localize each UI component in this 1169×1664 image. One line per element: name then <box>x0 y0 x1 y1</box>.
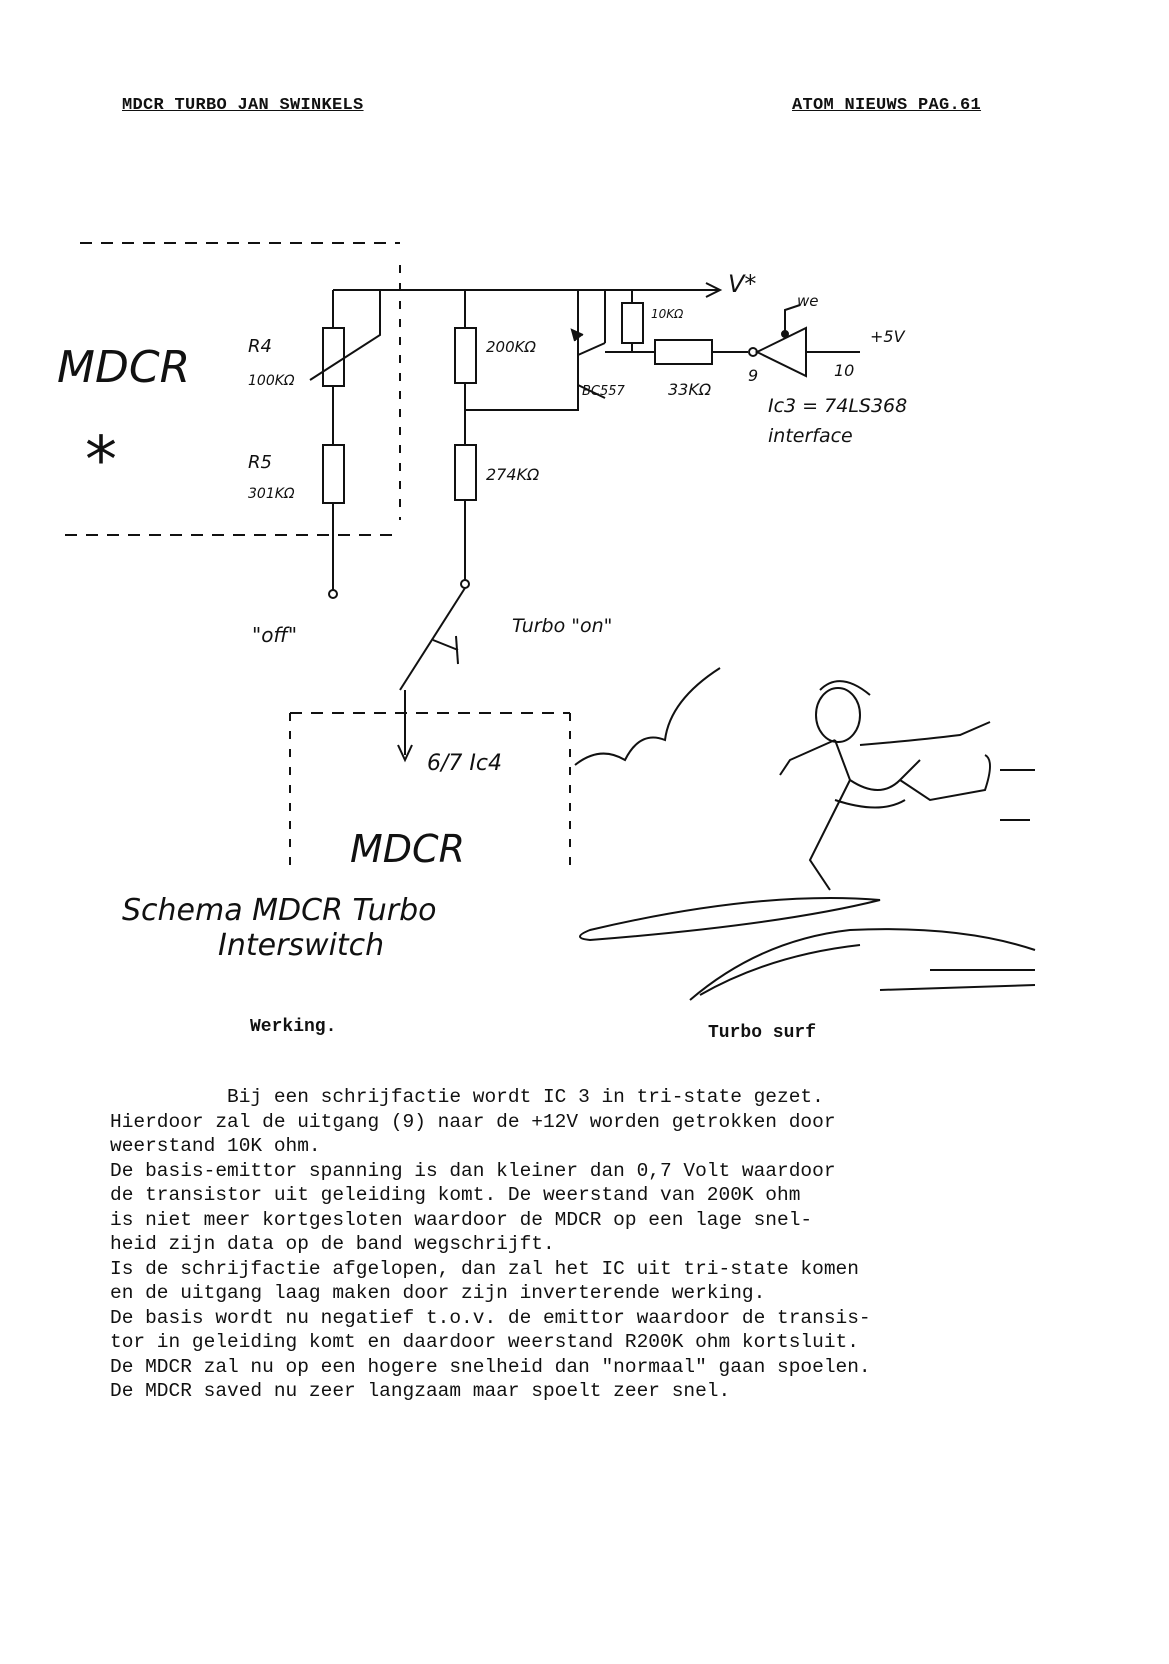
body-line: de transistor uit geleiding komt. De wee… <box>110 1184 801 1206</box>
body-line: Is de schrijfactie afgelopen, dan zal he… <box>110 1257 859 1280</box>
we-label: we <box>797 292 819 310</box>
r5-value: 301KΩ <box>248 486 295 502</box>
r33k-value: 33KΩ <box>668 380 712 399</box>
plus5v-label: +5V <box>870 327 906 346</box>
ic4-label: 6/7 Ic4 <box>427 751 502 776</box>
r10k-value: 10KΩ <box>651 307 684 321</box>
body-line: Bij een schrijfactie wordt IC 3 in tri-s… <box>110 1086 824 1108</box>
interface-label: interface <box>768 425 853 447</box>
body-line: Hierdoor zal de uitgang (9) naar de +12V… <box>110 1110 836 1133</box>
body-line: heid zijn data op de band wegschrijft. <box>110 1233 555 1255</box>
body-line: De basis wordt nu negatief t.o.v. de emi… <box>110 1306 871 1329</box>
pin9-label: 9 <box>748 366 758 385</box>
r4-value: 100KΩ <box>248 373 295 389</box>
body-line: is niet meer kortgesloten waardoor de MD… <box>110 1208 813 1231</box>
body-line: De MDCR saved nu zeer langzaam maar spoe… <box>110 1380 731 1402</box>
pin10-label: 10 <box>834 361 854 380</box>
header-left: MDCR TURBO JAN SWINKELS <box>122 96 364 115</box>
werking-heading: Werking. <box>250 1017 337 1037</box>
turbo-on-label: Turbo "on" <box>512 615 612 637</box>
schematic-title-line1: Schema MDCR Turbo <box>122 893 437 928</box>
body-text: Bij een schrijfactie wordt IC 3 in tri-s… <box>110 1085 1030 1404</box>
asterisk-symbol: * <box>85 424 117 498</box>
body-line: weerstand 10K ohm. <box>110 1135 321 1157</box>
body-line: tor in geleiding komt en daardoor weerst… <box>110 1331 859 1353</box>
transistor-label: BC557 <box>582 384 626 399</box>
body-line: De MDCR zal nu op een hogere snelheid da… <box>110 1355 871 1378</box>
surf-caption: Turbo surf <box>708 1023 817 1043</box>
r4-name: R4 <box>248 336 272 357</box>
surfer-illustration <box>574 667 1036 1001</box>
vplus-label: V* <box>728 270 756 298</box>
mdcr-top-label: MDCR <box>57 342 190 393</box>
body-line: De basis-emittor spanning is dan kleiner… <box>110 1159 836 1182</box>
r274-value: 274KΩ <box>486 465 540 484</box>
r200-value: 200KΩ <box>486 338 536 356</box>
ic3-label: Ic3 = 74LS368 <box>768 395 907 417</box>
r5-name: R5 <box>248 452 272 473</box>
body-line: en de uitgang laag maken door zijn inver… <box>110 1282 766 1304</box>
mdcr-bottom-label: MDCR <box>350 827 465 871</box>
schematic-title-line2: Interswitch <box>218 928 384 963</box>
header-right: ATOM NIEUWS PAG.61 <box>792 96 982 115</box>
off-label: "off" <box>252 623 297 647</box>
